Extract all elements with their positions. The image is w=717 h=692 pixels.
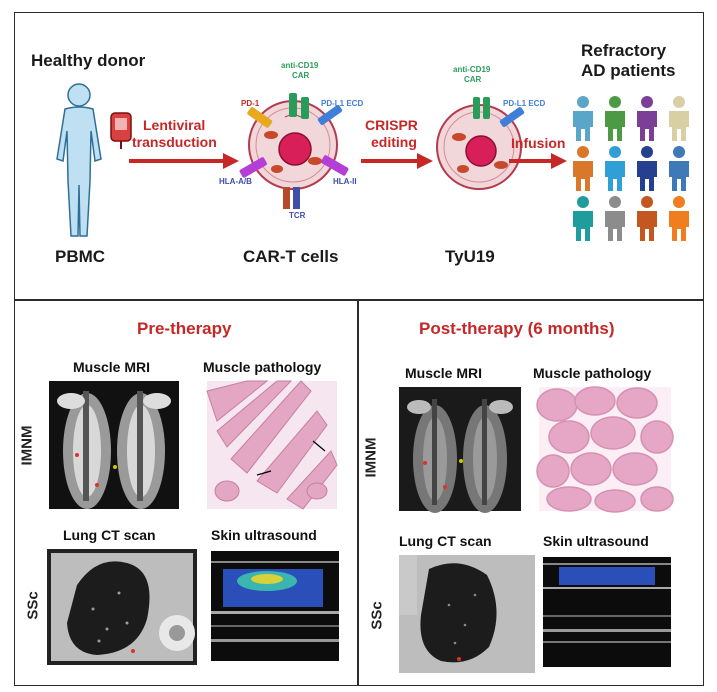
arrow-lentiviral-icon <box>129 153 239 169</box>
pre-muscle-pathology-label: Muscle pathology <box>203 359 322 375</box>
patient-figure-icon <box>669 146 689 191</box>
donor-silhouette-icon <box>56 83 102 237</box>
lentiviral-label-1: Lentiviral <box>143 117 206 133</box>
pre-lung-ct-label: Lung CT scan <box>63 527 156 543</box>
patient-figure-icon <box>637 146 657 191</box>
lentiviral-label-2: transduction <box>132 134 217 150</box>
anti-cd19-car-label-2: CAR <box>292 71 310 80</box>
pre-skin-ultrasound-image <box>211 551 339 661</box>
cart-cell-icon <box>239 93 349 209</box>
tyu19-label: TyU19 <box>445 247 495 266</box>
pre-therapy-title: Pre-therapy <box>137 319 232 338</box>
healthy-donor-label: Healthy donor <box>31 51 146 70</box>
top-panel: Healthy donor PBMC Lentiviral transducti… <box>14 12 704 300</box>
blood-bag-icon <box>110 112 132 149</box>
patients-group-icon <box>573 96 689 241</box>
pdl1-ecd-label: PD-L1 ECD <box>321 99 364 108</box>
crispr-label-2: editing <box>371 134 417 150</box>
tyu19-cell-icon <box>436 97 525 190</box>
patient-figure-icon <box>637 196 657 241</box>
hla-ab-label: HLA-A/B <box>219 177 252 186</box>
post-ssc-label: SSc <box>368 601 386 630</box>
post-therapy-panel: Post-therapy (6 months) Muscle MRI Muscl… <box>358 300 704 686</box>
tyu19-pdl1-ecd-label: PD-L1 ECD <box>503 99 546 108</box>
tyu19-anti-cd19-label-2: CAR <box>464 75 482 84</box>
tcr-label: TCR <box>289 211 306 220</box>
pre-muscle-pathology-image <box>206 380 338 510</box>
patients-label-2: AD patients <box>581 61 676 80</box>
infusion-label: Infusion <box>511 135 566 151</box>
post-skin-ultrasound-image <box>543 557 671 667</box>
pre-imnm-label: IMNM <box>18 425 36 466</box>
arrow-infusion-icon <box>509 153 567 169</box>
post-therapy-title: Post-therapy (6 months) <box>419 319 615 338</box>
cart-cells-label: CAR-T cells <box>243 247 339 266</box>
arrow-crispr-icon <box>361 153 433 169</box>
post-skin-us-label: Skin ultrasound <box>543 533 649 549</box>
patient-figure-icon <box>669 196 689 241</box>
pre-ssc-label: SSc <box>24 591 42 620</box>
hla-ii-label: HLA-II <box>333 177 357 186</box>
patient-figure-icon <box>605 146 625 191</box>
post-muscle-pathology-image <box>536 386 674 513</box>
patient-figure-icon <box>669 96 689 141</box>
post-muscle-pathology-label: Muscle pathology <box>533 365 652 381</box>
patients-label-1: Refractory <box>581 41 667 60</box>
post-muscle-mri-label: Muscle MRI <box>405 365 483 381</box>
anti-cd19-car-label-1: anti-CD19 <box>281 61 319 70</box>
pre-muscle-mri-image <box>49 381 179 509</box>
post-muscle-mri-image <box>399 387 521 513</box>
tyu19-anti-cd19-label-1: anti-CD19 <box>453 65 491 74</box>
pre-lung-ct-image <box>47 549 197 665</box>
pd1-label: PD-1 <box>241 99 260 108</box>
post-imnm-label: IMNM <box>362 437 380 478</box>
crispr-label-1: CRISPR <box>365 117 418 133</box>
post-lung-ct-image <box>399 555 535 673</box>
patient-figure-icon <box>637 96 657 141</box>
patient-figure-icon <box>605 196 625 241</box>
pre-therapy-panel: Pre-therapy Muscle MRI Muscle pathology … <box>14 300 358 686</box>
pre-muscle-mri-label: Muscle MRI <box>73 359 151 375</box>
patient-figure-icon <box>573 196 593 241</box>
post-lung-ct-label: Lung CT scan <box>399 533 492 549</box>
pbmc-label: PBMC <box>55 247 106 266</box>
pre-skin-us-label: Skin ultrasound <box>211 527 317 543</box>
patient-figure-icon <box>573 146 593 191</box>
patient-figure-icon <box>573 96 593 141</box>
patient-figure-icon <box>605 96 625 141</box>
